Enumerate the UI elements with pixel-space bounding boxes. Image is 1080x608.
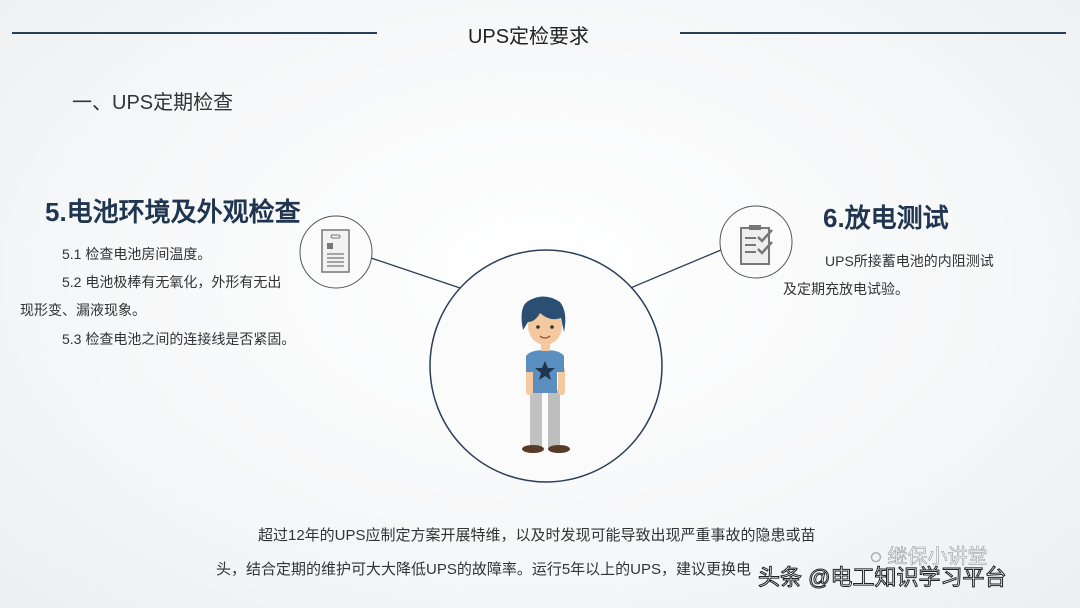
- section5-item: 5.2 电池极棒有无氧化，外形有无出: [62, 274, 282, 290]
- wechat-icon: ◌: [870, 546, 888, 569]
- person-illustration: [521, 296, 570, 453]
- page-title: UPS定检要求: [467, 26, 590, 48]
- toutiao-watermark: 头条 @电工知识学习平台: [757, 565, 1007, 591]
- summary-line: 头，结合定期的维护可大大降低UPS的故障率。运行5年以上的UPS，建议更换电: [216, 561, 752, 578]
- connector-right: [627, 249, 722, 290]
- section6-text: UPS所接蓄电池的内阻测试: [825, 253, 994, 269]
- section5-item: 现形变、漏液现象。: [20, 302, 146, 318]
- header-line-left: [12, 32, 377, 34]
- section5-heading: 5.电池环境及外观检查: [45, 197, 301, 227]
- connector-left: [370, 257, 464, 290]
- wechat-watermark: ◌ 继保小讲堂: [870, 546, 988, 569]
- header-line-right: [680, 32, 1066, 34]
- summary-line: 超过12年的UPS应制定方案开展特维，以及时发现可能导致出现严重事故的隐患或苗: [258, 527, 816, 544]
- section-subtitle: 一、UPS定期检查: [72, 92, 234, 114]
- document-icon: [321, 229, 350, 273]
- section6-text: 及定期充放电试验。: [783, 281, 909, 297]
- section5-item: 5.1 检查电池房间温度。: [62, 246, 212, 262]
- section6-heading: 6.放电测试: [823, 203, 949, 233]
- section5-item: 5.3 检查电池之间的连接线是否紧固。: [62, 331, 296, 347]
- clipboard-check-icon: [740, 225, 773, 265]
